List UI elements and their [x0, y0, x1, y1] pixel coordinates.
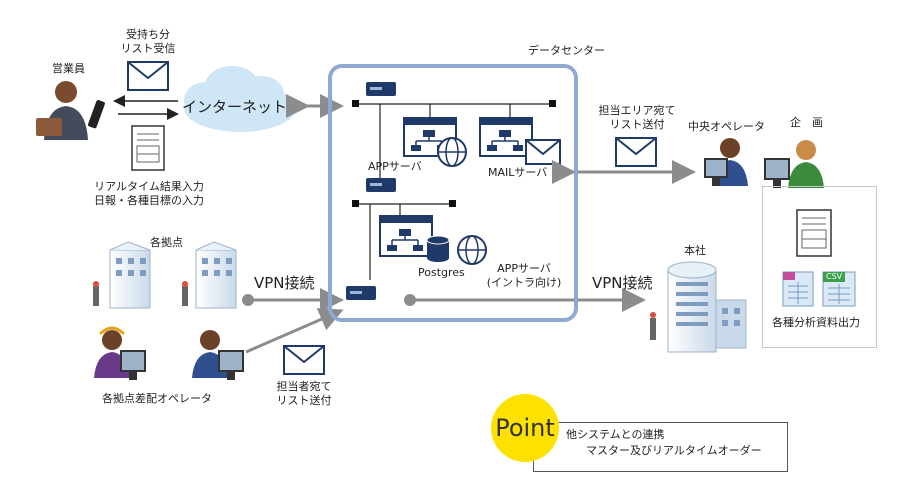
area-list-label: 担当エリア宛て リスト送付	[598, 104, 676, 131]
server-icon	[346, 286, 376, 300]
data-center-frame	[328, 64, 578, 322]
spreadsheet-file-icon	[782, 271, 814, 307]
document-icon	[131, 125, 165, 171]
planning-label: 企 画	[790, 116, 823, 129]
person-list-label: 担当者宛て リスト送付	[276, 380, 332, 407]
internet-label: インターネット	[182, 98, 288, 116]
vpn-endpoint-dot	[242, 294, 254, 306]
data-center-label: データセンター	[528, 44, 605, 57]
csv-file-icon	[822, 271, 856, 307]
postgres-label: Postgres	[418, 266, 465, 279]
vpn-left-label: VPN接続	[254, 274, 315, 292]
report-document-icon	[796, 209, 832, 257]
head-office-building-icon	[650, 261, 747, 353]
sales-person-icon	[36, 81, 105, 140]
base-building-icon	[182, 241, 237, 309]
realtime-input-label: リアルタイム結果入力 日報・各種目標の入力	[94, 180, 204, 207]
operator-dc-arrow	[245, 308, 344, 354]
server-icon	[366, 82, 396, 96]
sales-label: 営業員	[52, 62, 85, 75]
globe-icon	[457, 235, 487, 265]
globe-icon	[437, 137, 467, 167]
base-operators-label: 各拠点差配オペレータ	[102, 392, 212, 405]
internet-cloud-icon	[184, 66, 296, 132]
point-line-2: マスター及びリアルタイムオーダー	[586, 444, 762, 457]
app-server-intra-label: APPサーバ (イントラ向け)	[486, 262, 562, 289]
analysis-output-label: 各種分析資料出力	[772, 316, 860, 329]
bases-label: 各拠点	[150, 236, 183, 249]
analysis-frame	[762, 186, 877, 348]
network-nodes	[352, 100, 556, 207]
base-operator-icon	[192, 330, 244, 380]
database-icon	[426, 235, 450, 262]
server-icon	[366, 178, 396, 192]
csv-tag: CSV	[826, 272, 843, 281]
central-operator-label: 中央オペレータ	[688, 120, 765, 133]
base-operator-headset-icon	[94, 326, 146, 380]
point-line-1: 他システムとの連携	[566, 428, 665, 441]
vpn-right-label: VPN接続	[592, 274, 653, 292]
envelope-icon	[615, 137, 657, 167]
base-building-icon	[93, 241, 151, 309]
intranet-app-window-icon	[379, 215, 433, 257]
planning-person-icon	[764, 140, 824, 188]
mail-server-label: MAILサーバ	[488, 166, 548, 179]
dc-network-lines	[356, 103, 552, 280]
vpn-endpoint-dot	[404, 294, 416, 306]
point-badge: Point	[491, 394, 559, 462]
point-badge-text: Point	[495, 414, 555, 442]
mail-server-window-icon	[479, 117, 533, 157]
central-operator-icon	[704, 138, 748, 186]
envelope-icon	[127, 61, 169, 91]
head-office-label: 本社	[684, 244, 706, 257]
receive-list-label: 受持ち分 リスト受信	[120, 28, 176, 55]
app-server-label: APPサーバ	[368, 160, 422, 173]
envelope-icon	[283, 345, 325, 375]
